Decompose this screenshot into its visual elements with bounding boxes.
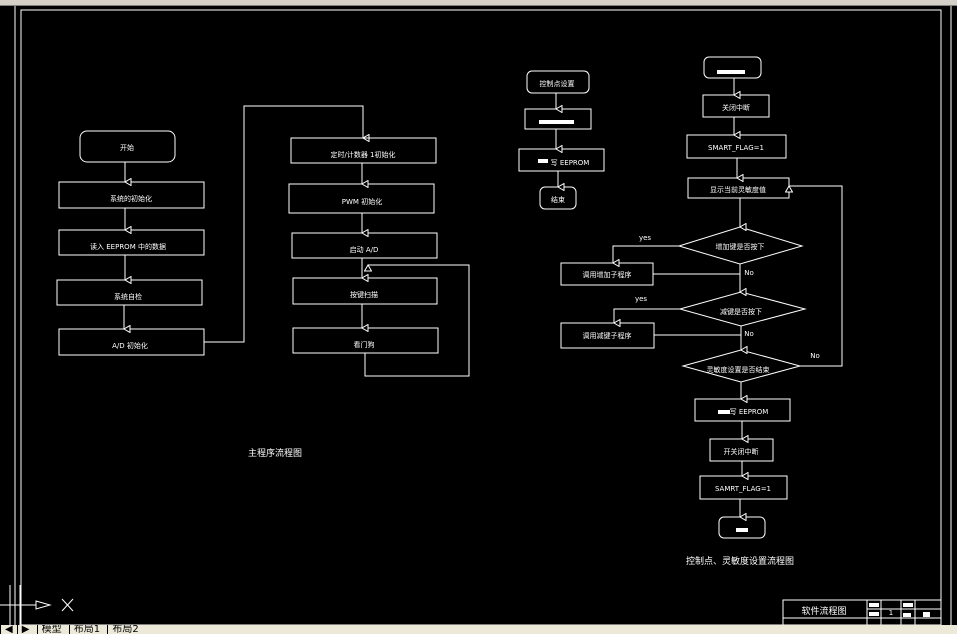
main-flow-caption: 主程序流程图: [248, 447, 302, 459]
step-label: 定时/计数器 1初始化: [330, 150, 395, 159]
layout-tabs: ◀▶ 模型 布局1 布局2: [0, 625, 957, 634]
step-label: SMART_FLAG=1: [708, 144, 764, 152]
sens-start-box: [703, 56, 762, 79]
tab-nav-next[interactable]: ▶: [16, 625, 34, 634]
step-label: 关闭中断: [722, 103, 750, 112]
step-label: 系统的初始化: [110, 194, 152, 203]
title-block-sheet: 1: [889, 609, 893, 617]
yes-label: yes: [639, 234, 651, 242]
tab-model[interactable]: 模型: [36, 625, 66, 634]
step-label: A/D 初始化: [112, 341, 148, 350]
sensitivity-flow-caption: 控制点、灵敏度设置流程图: [686, 555, 794, 567]
step-label: 看门狗: [354, 340, 375, 349]
no-label: No: [744, 330, 754, 338]
title-block-title: 软件流程图: [801, 605, 846, 617]
step-label: 显示当前灵敏度值: [710, 185, 766, 194]
ctrl-step-box: [524, 108, 592, 130]
yes-label: yes: [635, 295, 647, 303]
step-label: 写 EEPROM: [551, 159, 590, 167]
start-box: [79, 130, 176, 163]
timer-init-box: [290, 137, 437, 164]
step-label: 减键是否按下: [720, 307, 762, 316]
step-label: 控制点设置: [540, 79, 575, 88]
no-label: No: [744, 269, 754, 277]
step-label: 调用增加子程序: [583, 270, 632, 279]
step-label: 调用减键子程序: [583, 331, 632, 340]
step-label: SAMRT_FLAG=1: [715, 485, 771, 493]
no-label: No: [810, 352, 820, 360]
decision-inc: [677, 226, 804, 265]
tab-layout2[interactable]: 布局2: [107, 625, 142, 634]
tab-layout1[interactable]: 布局1: [68, 625, 104, 634]
step-label: PWM 初始化: [342, 197, 382, 206]
tab-nav-first[interactable]: ◀: [0, 625, 17, 634]
title-block: [782, 599, 942, 625]
ctrl-start-box: [526, 70, 590, 94]
step-label: 结束: [551, 195, 565, 204]
step-label: 灵敏度设置是否结束: [707, 365, 770, 374]
sys-init-box: [58, 181, 205, 209]
toolbar: [0, 0, 957, 6]
decision-dec: [678, 291, 807, 327]
step-label: 开关闭中断: [724, 447, 759, 456]
step-label: 启动 A/D: [350, 245, 379, 254]
return-box: [718, 516, 766, 539]
drawing-frame: [20, 9, 942, 625]
read-eeprom-box: [58, 229, 205, 256]
step-label: 按键扫描: [350, 290, 378, 299]
step-label: 写 EEPROM: [730, 408, 769, 416]
step-label: 增加键是否按下: [716, 242, 765, 251]
drawing-canvas[interactable]: 开始 系统的初始化 读入 EEPROM 中的数据 系统自检 A/D 初始化 定时…: [0, 6, 957, 625]
step-label: 系统自检: [114, 292, 142, 301]
step-label: 读入 EEPROM 中的数据: [90, 242, 166, 251]
step-label: 开始: [120, 143, 134, 152]
